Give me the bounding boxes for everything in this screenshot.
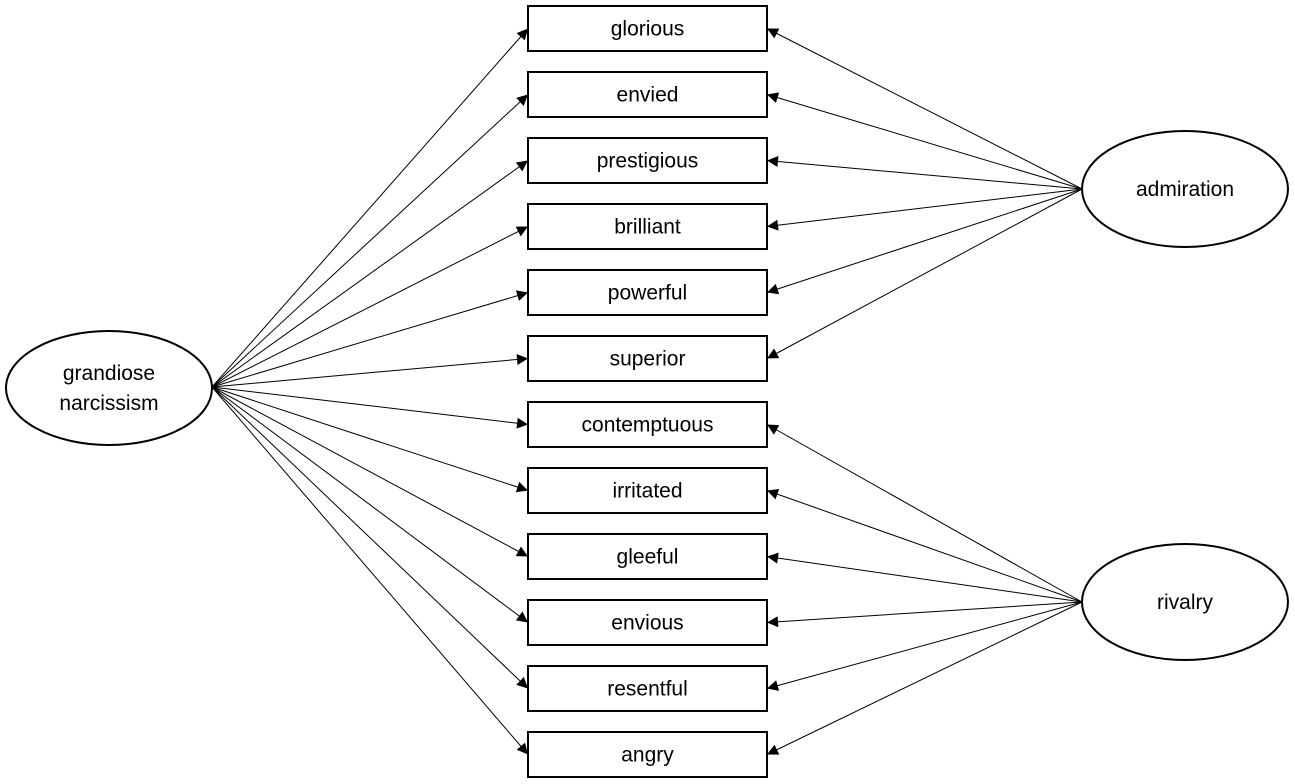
arrow-grandiose-to-glorious [211,28,529,388]
arrow-rivalry-to-resentful [766,601,1083,691]
arrow-grandiose-to-superior [211,354,529,388]
item-box-contemptuous: contemptuous [527,401,768,448]
item-box-irritated: irritated [527,467,768,514]
item-label-prestigious: prestigious [597,150,699,173]
arrow-rivalry-to-gleeful [766,552,1083,603]
grandiose-narcissism-label-line1: grandiose [63,362,155,385]
item-box-envious: envious [527,599,768,646]
item-box-rect [527,467,768,514]
arrow-admiration-to-superior [766,188,1083,359]
item-box-angry: angry [527,731,768,778]
arrow-grandiose-to-gleeful [211,386,529,557]
item-label-contemptuous: contemptuous [582,414,714,437]
arrow-admiration-to-brilliant [766,188,1083,231]
grandiose-narcissism-label-line2: narcissism [59,392,158,415]
item-box-rect [527,401,768,448]
item-label-irritated: irritated [612,480,682,503]
item-label-gleeful: gleeful [617,546,679,569]
item-label-angry: angry [621,744,674,767]
item-box-rect [527,599,768,646]
item-label-powerful: powerful [608,282,687,305]
item-box-rect [527,203,768,250]
item-box-resentful: resentful [527,665,768,712]
arrow-grandiose-to-contemptuous [211,386,529,429]
item-label-envied: envied [617,84,679,107]
item-box-rect [527,71,768,118]
item-label-superior: superior [610,348,686,371]
rivalry-factor: rivalry [1081,543,1289,661]
item-box-rect [527,137,768,184]
item-box-rect [527,731,768,778]
item-box-gleeful: gleeful [527,533,768,580]
grandiose-narcissism-factor: grandiose narcissism [5,330,213,446]
arrow-rivalry-to-envious [766,601,1083,628]
arrow-admiration-to-prestigious [766,156,1083,190]
arrow-grandiose-to-irritated [211,386,529,493]
arrow-rivalry-to-angry [766,601,1083,755]
arrow-rivalry-to-irritated [766,488,1083,603]
arrow-grandiose-to-envied [211,94,529,388]
arrow-grandiose-to-prestigious [211,160,529,388]
item-box-glorious: glorious [527,5,768,52]
item-box-envied: envied [527,71,768,118]
arrow-grandiose-to-brilliant [211,226,529,388]
item-box-brilliant: brilliant [527,203,768,250]
item-label-envious: envious [611,612,683,635]
arrow-grandiose-to-envious [211,386,529,623]
loading-arrows [211,28,1083,755]
rivalry-label: rivalry [1157,591,1213,614]
item-box-rect [527,335,768,382]
arrow-admiration-to-glorious [766,28,1083,190]
item-box-rect [527,269,768,316]
item-label-resentful: resentful [607,678,688,701]
arrow-grandiose-to-resentful [211,386,529,689]
admiration-factor: admiration [1081,130,1289,248]
admiration-label: admiration [1136,178,1234,201]
item-label-brilliant: brilliant [614,216,681,239]
arrow-grandiose-to-powerful [211,290,529,388]
item-box-powerful: powerful [527,269,768,316]
item-box-prestigious: prestigious [527,137,768,184]
item-box-superior: superior [527,335,768,382]
arrow-admiration-to-envied [766,92,1083,190]
arrow-grandiose-to-angry [211,386,529,755]
item-box-rect [527,5,768,52]
item-box-rect [527,665,768,712]
item-label-glorious: glorious [611,18,685,41]
item-boxes: glorious envied prestigious brilliant powerf… [527,5,768,778]
arrow-rivalry-to-contemptuous [766,424,1083,603]
item-box-rect [527,533,768,580]
arrow-admiration-to-powerful [766,188,1083,295]
